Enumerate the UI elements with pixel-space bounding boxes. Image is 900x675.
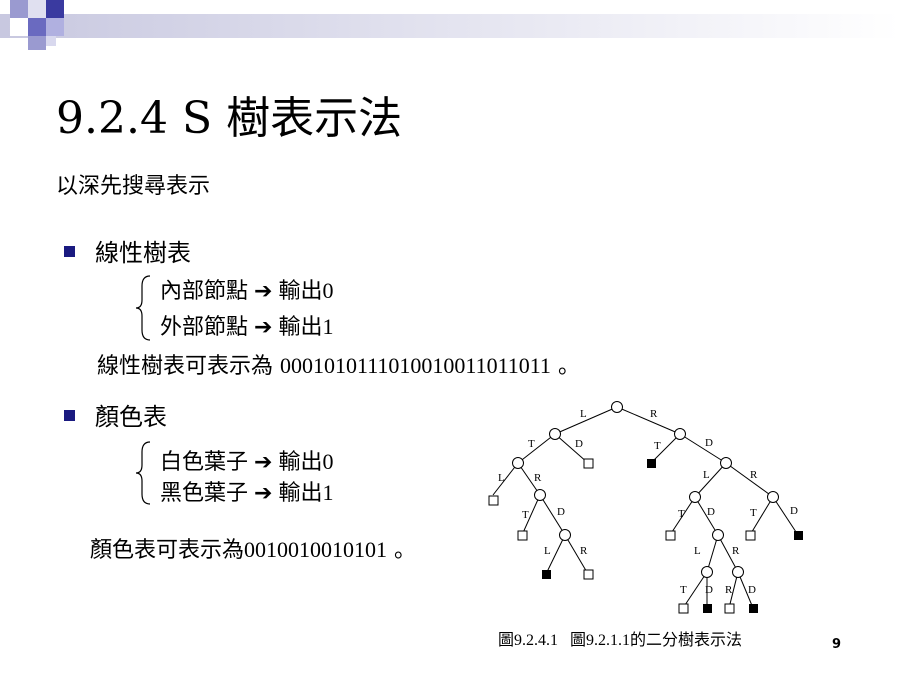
edge-label: L <box>580 408 587 420</box>
edge-label: D <box>705 437 713 449</box>
figure-caption: 圖9.2.4.1 圖9.2.1.1的二分樹表示法 <box>498 632 743 649</box>
bullet-square <box>64 246 75 257</box>
page-number: 9 <box>832 637 842 652</box>
edge-label: L <box>703 469 710 481</box>
edge-label: L <box>498 472 505 484</box>
edge-label: D <box>707 506 715 518</box>
slide-title: 9.2.4 S 樹表示法 <box>56 93 403 144</box>
rule-white-leaf: 白色葉子➔輸出0 <box>160 449 334 475</box>
edge-label: R <box>750 469 758 481</box>
edge-label: D <box>748 584 756 596</box>
edge-label: D <box>575 438 583 450</box>
rule-black-leaf: 黑色葉子➔輸出1 <box>160 480 334 506</box>
edge-label: T <box>680 584 687 596</box>
edge-label: T <box>678 508 685 520</box>
edge-label: D <box>557 506 565 518</box>
edge-label: L <box>694 545 701 557</box>
edge-label: T <box>654 440 661 452</box>
edge-label: T <box>522 509 529 521</box>
rule-internal-node: 內部節點➔輸出0 <box>160 278 334 304</box>
slide-subtitle: 以深先搜尋表示 <box>56 174 211 199</box>
color-table-heading: 顏色表 <box>95 403 167 431</box>
edge-label: R <box>580 545 588 557</box>
linear-tree-heading: 線性樹表 <box>95 239 191 267</box>
left-brace <box>135 275 151 341</box>
color-table-representation: 顏色表可表示為0010010010101 。 <box>90 537 417 563</box>
edge-label: D <box>790 505 798 517</box>
edge-label: T <box>750 507 757 519</box>
left-brace <box>135 441 151 505</box>
header-decoration <box>0 0 900 50</box>
edge-label: R <box>534 472 542 484</box>
edge-label: L <box>544 545 551 557</box>
edge-label: T <box>528 438 535 450</box>
edge-label: R <box>732 545 740 557</box>
edge-label: D <box>705 584 713 596</box>
edge-label: R <box>650 408 658 420</box>
edge-label: R <box>725 584 733 596</box>
rule-external-node: 外部節點➔輸出1 <box>160 314 334 340</box>
bullet-square <box>64 410 75 421</box>
linear-tree-representation: 線性樹表可表示為 0001010111010010011011011 。 <box>97 353 580 379</box>
